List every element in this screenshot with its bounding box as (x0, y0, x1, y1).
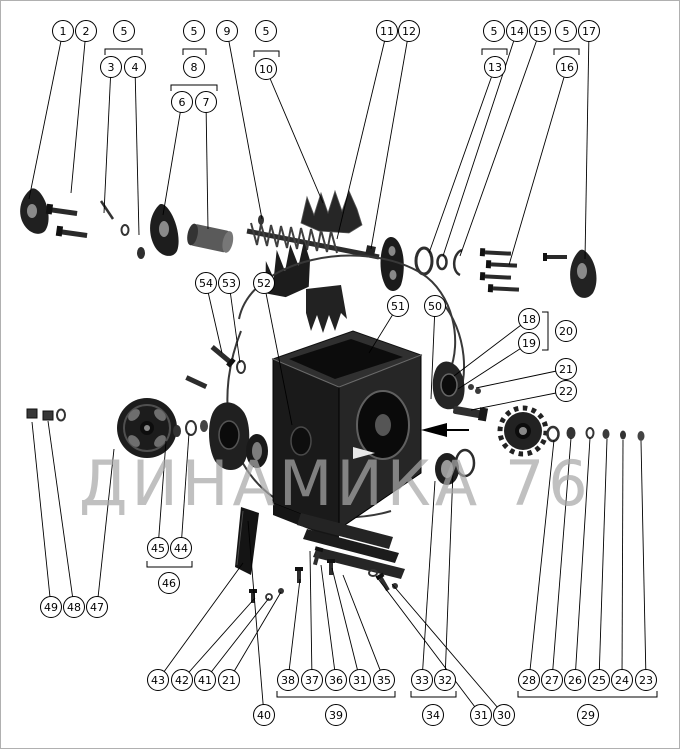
callout-44: 44 (170, 537, 192, 559)
bracket-group-5 (253, 50, 280, 57)
bracket-group-5 (553, 48, 580, 55)
part-bracket-2 (150, 203, 179, 256)
callout-38: 38 (277, 669, 299, 691)
part-mid-hardware (185, 344, 246, 390)
part-bolts-top-left (45, 200, 145, 259)
part-bolt-group-right (479, 248, 567, 293)
callout-20: 20 (555, 320, 577, 342)
callout-3: 3 (100, 56, 122, 78)
callout-32: 32 (434, 669, 456, 691)
callout-48: 48 (63, 596, 85, 618)
callout-5: 5 (183, 20, 205, 42)
part-right-washer-row (546, 425, 645, 443)
part-shaft-spring (246, 215, 380, 260)
callout-34: 34 (422, 704, 444, 726)
part-left-nuts (26, 408, 66, 422)
callout-47: 47 (86, 596, 108, 618)
callout-27: 27 (541, 669, 563, 691)
callout-49: 49 (40, 596, 62, 618)
callout-26: 26 (564, 669, 586, 691)
callout-37: 37 (301, 669, 323, 691)
part-lower-bearing (435, 448, 476, 485)
callout-42: 42 (171, 669, 193, 691)
callout-1: 1 (52, 20, 74, 42)
callout-5: 5 (255, 20, 277, 42)
leader-lines (28, 30, 647, 716)
callout-5: 5 (483, 20, 505, 42)
callout-15: 15 (529, 20, 551, 42)
callout-53: 53 (218, 272, 240, 294)
callout-54: 54 (195, 272, 217, 294)
part-roller (187, 223, 234, 253)
callout-8: 8 (183, 56, 205, 78)
callout-brackets (104, 48, 658, 698)
part-washer-stack (173, 420, 208, 437)
bracket-group-39 (276, 691, 396, 698)
callout-23: 23 (635, 669, 657, 691)
bracket-group-29 (517, 691, 658, 698)
callout-5: 5 (555, 20, 577, 42)
part-knife-blade (235, 507, 259, 575)
callout-21: 21 (555, 358, 577, 380)
part-knife-segments (265, 189, 363, 333)
callout-25: 25 (588, 669, 610, 691)
callout-29: 29 (577, 704, 599, 726)
callout-35: 35 (373, 669, 395, 691)
callout-41: 41 (194, 669, 216, 691)
part-pulley (117, 398, 177, 458)
callout-52: 52 (253, 272, 275, 294)
part-bearing-housing (209, 402, 268, 470)
callout-4: 4 (124, 56, 146, 78)
bracket-group-5 (104, 48, 143, 55)
bracket-group-8 (170, 84, 218, 91)
callout-6: 6 (171, 91, 193, 113)
callout-11: 11 (376, 20, 398, 42)
callout-14: 14 (506, 20, 528, 42)
part-shaft-bracket (380, 237, 404, 291)
callout-50: 50 (424, 295, 446, 317)
callout-40: 40 (253, 704, 275, 726)
callout-5: 5 (113, 20, 135, 42)
part-right-bearing (432, 361, 489, 422)
part-right-bracket (570, 249, 597, 298)
bracket-group-34 (410, 691, 457, 698)
part-sprocket (497, 405, 549, 457)
callout-21: 21 (218, 669, 240, 691)
callout-9: 9 (216, 20, 238, 42)
callout-39: 39 (325, 704, 347, 726)
bracket-group-5 (182, 48, 207, 55)
callout-24: 24 (611, 669, 633, 691)
callout-16: 16 (556, 56, 578, 78)
callout-46: 46 (158, 572, 180, 594)
exploded-parts-illustration (20, 188, 645, 603)
bracket-group-20 (542, 311, 549, 351)
part-housing (271, 330, 469, 579)
callout-31: 31 (470, 704, 492, 726)
callout-28: 28 (518, 669, 540, 691)
callout-7: 7 (195, 91, 217, 113)
callout-22: 22 (555, 380, 577, 402)
part-gasket-washer-circlip (414, 246, 463, 277)
callout-10: 10 (255, 58, 277, 80)
callout-30: 30 (493, 704, 515, 726)
callout-31: 31 (349, 669, 371, 691)
callout-2: 2 (75, 20, 97, 42)
bracket-group-5 (481, 48, 508, 55)
callout-19: 19 (518, 332, 540, 354)
part-left-bracket (20, 188, 49, 234)
callout-13: 13 (484, 56, 506, 78)
part-bottom-hardware (249, 546, 398, 603)
callout-45: 45 (147, 537, 169, 559)
callout-17: 17 (578, 20, 600, 42)
callout-36: 36 (325, 669, 347, 691)
callout-43: 43 (147, 669, 169, 691)
callout-33: 33 (411, 669, 433, 691)
bracket-group-46 (146, 561, 193, 568)
callout-18: 18 (518, 308, 540, 330)
callout-12: 12 (398, 20, 420, 42)
callout-51: 51 (387, 295, 409, 317)
